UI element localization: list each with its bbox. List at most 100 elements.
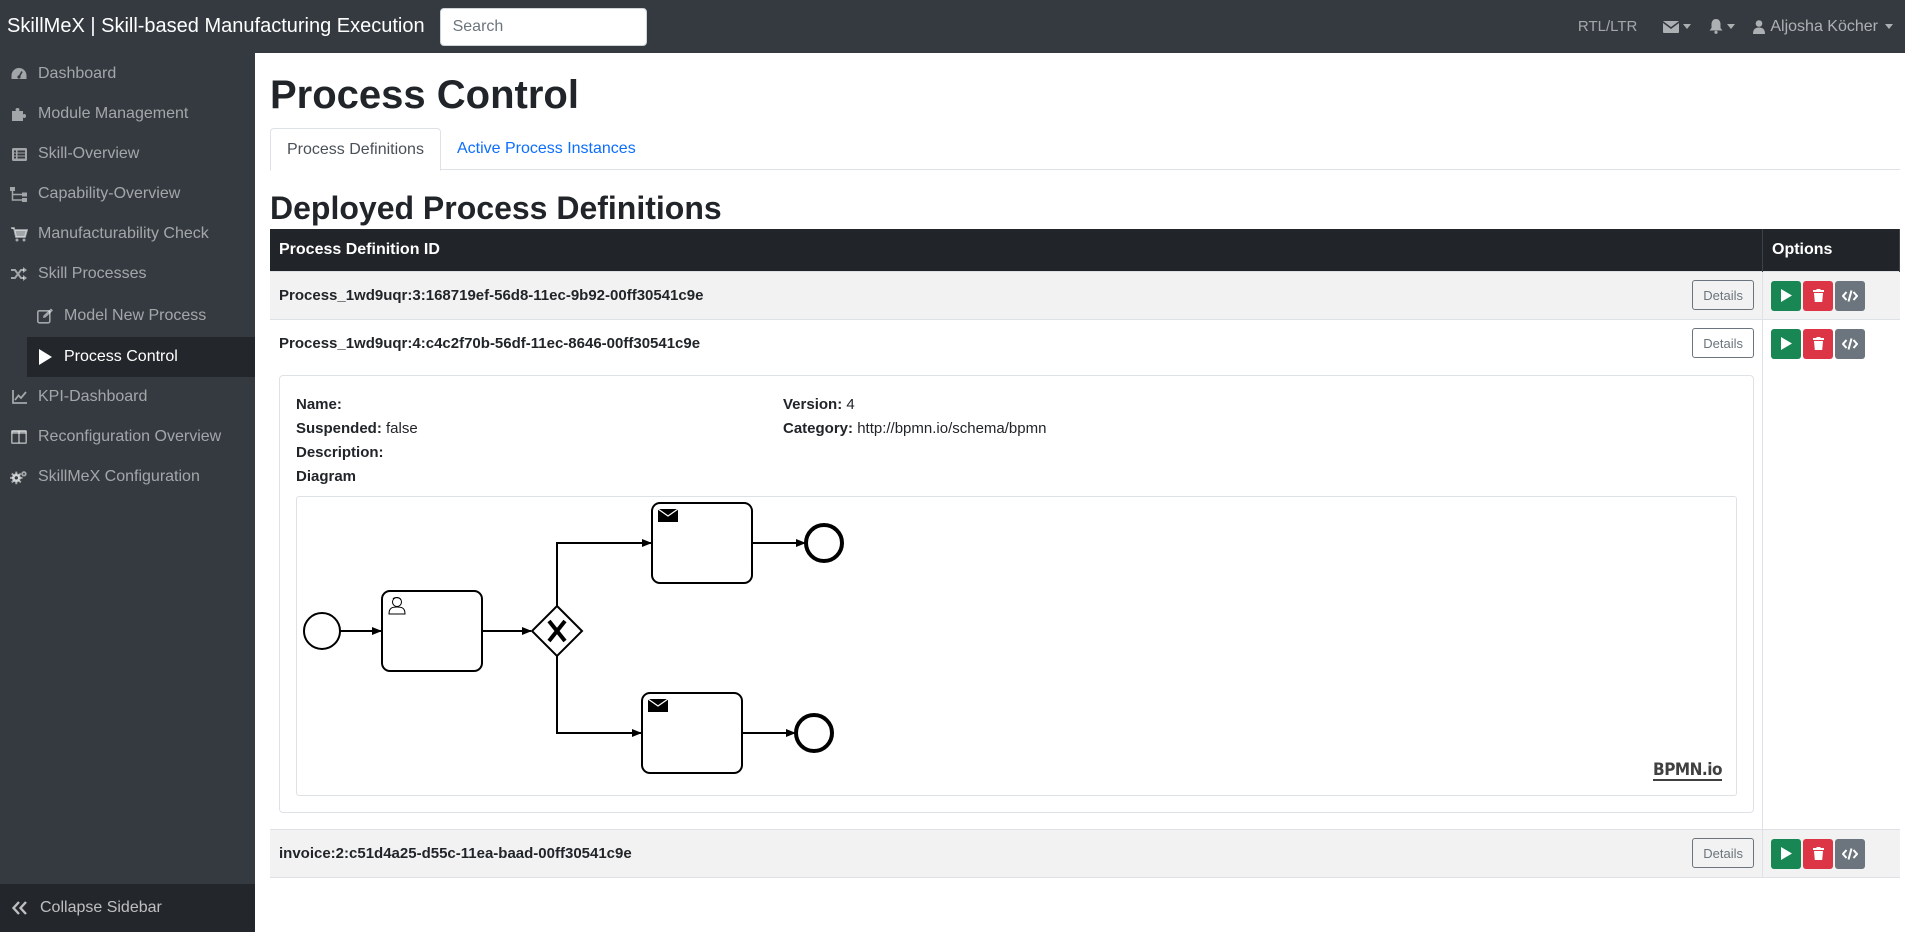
rtl-ltr-toggle[interactable]: RTL/LTR [1577, 18, 1638, 35]
x-icon [547, 619, 567, 642]
edit-icon [36, 307, 54, 325]
top-navbar: SkillMeX | Skill-based Manufacturing Exe… [0, 0, 1905, 53]
sidebar-item-label: Manufacturability Check [38, 225, 209, 242]
navbar-right: RTL/LTR Aljosha Köcher [1578, 0, 1905, 53]
messages-dropdown[interactable] [1663, 20, 1692, 33]
user-name: Aljosha Köcher [1770, 17, 1878, 35]
tab-active-process-instances[interactable]: Active Process Instances [456, 140, 636, 157]
start-process-button[interactable] [1771, 328, 1801, 359]
notifications-dropdown[interactable] [1709, 19, 1736, 34]
sidebar-item-dashboard[interactable]: Dashboard [0, 54, 255, 94]
process-details-meta: Name: Version: 4 Suspended: false Catego… [296, 394, 1737, 488]
sequence-flow[interactable] [556, 655, 642, 737]
process-definition-id: Process_1wd9uqr:4:c4c2f70b-56df-11ec-864… [279, 334, 701, 352]
suspended-value: false [386, 419, 418, 437]
sidebar-item-capability-overview[interactable]: Capability-Overview [0, 174, 255, 214]
sidebar-item-module-management[interactable]: Module Management [0, 94, 255, 134]
envelope-icon [657, 507, 679, 522]
sidebar: Dashboard Module Management Skill-Overvi… [0, 53, 255, 932]
delete-process-button[interactable] [1803, 280, 1833, 311]
search-input[interactable] [439, 7, 647, 46]
trash-icon [1812, 289, 1824, 302]
sidebar-item-label: KPI-Dashboard [38, 388, 148, 405]
sidebar-item-skill-overview[interactable]: Skill-Overview [0, 134, 255, 174]
bpmn-diagram-canvas[interactable]: BPMN.io [296, 495, 1737, 796]
list-icon [10, 145, 28, 163]
sidebar-item-label: Model New Process [64, 306, 207, 324]
sidebar-item-skillmex-configuration[interactable]: SkillMeX Configuration [0, 457, 255, 497]
user-icon [388, 596, 406, 614]
cogs-icon [10, 468, 28, 486]
sidebar-item-process-control[interactable]: Process Control [27, 337, 255, 377]
description-label: Description: [296, 443, 384, 461]
view-xml-button[interactable] [1835, 328, 1865, 359]
sidebar-item-label: Reconfiguration Overview [38, 428, 222, 445]
double-chevron-left-icon [12, 901, 28, 915]
view-xml-button[interactable] [1835, 280, 1865, 311]
details-button[interactable]: Details [1692, 328, 1754, 358]
tab-bar: Process Definitions Active Process Insta… [270, 128, 1900, 171]
dashboard-icon [10, 65, 28, 83]
sidebar-item-kpi-dashboard[interactable]: KPI-Dashboard [0, 377, 255, 417]
sidebar-item-model-new-process[interactable]: Model New Process [0, 294, 255, 337]
sidebar-item-reconfiguration-overview[interactable]: Reconfiguration Overview [0, 417, 255, 457]
play-icon [1780, 337, 1792, 350]
name-label: Name: [296, 395, 342, 413]
view-xml-button[interactable] [1835, 838, 1865, 869]
chevron-down-icon [1683, 24, 1692, 29]
sidebar-item-label: Capability-Overview [38, 185, 181, 202]
sidebar-item-label: Skill Processes [38, 265, 147, 282]
brand-title[interactable]: SkillMeX | Skill-based Manufacturing Exe… [7, 15, 425, 37]
play-icon [1780, 289, 1792, 302]
collapse-sidebar-button[interactable]: Collapse Sidebar [0, 884, 255, 932]
main-content: Process Control Process Definitions Acti… [270, 53, 1900, 878]
section-title: Deployed Process Definitions [270, 190, 722, 226]
user-icon [1753, 19, 1766, 34]
code-icon [1842, 337, 1858, 350]
process-definition-id: invoice:2:c51d4a25-d55c-11ea-baad-00ff30… [279, 844, 632, 862]
trash-icon [1812, 847, 1824, 860]
tab-process-definitions[interactable]: Process Definitions [270, 128, 441, 171]
category-label: Category: [783, 419, 854, 437]
code-icon [1842, 847, 1858, 860]
user-menu[interactable]: Aljosha Köcher [1753, 18, 1893, 36]
end-event[interactable] [804, 522, 844, 563]
puzzle-icon [10, 105, 28, 123]
bell-icon [1709, 19, 1723, 34]
sequence-flow[interactable] [556, 538, 652, 606]
delete-process-button[interactable] [1803, 328, 1833, 359]
start-process-button[interactable] [1771, 280, 1801, 311]
code-icon [1842, 289, 1858, 302]
table-row: Process_1wd9uqr:4:c4c2f70b-56df-11ec-864… [270, 318, 1900, 829]
details-button[interactable]: Details [1692, 280, 1754, 310]
table-row: invoice:2:c51d4a25-d55c-11ea-baad-00ff30… [270, 828, 1900, 878]
sidebar-item-manufacturability-check[interactable]: Manufacturability Check [0, 214, 255, 254]
column-header-options: Options [1762, 229, 1900, 271]
sidebar-item-label: Dashboard [38, 65, 117, 82]
sidebar-item-label: Skill-Overview [38, 145, 140, 162]
details-button[interactable]: Details [1692, 838, 1754, 868]
envelope-icon [647, 697, 669, 712]
sidebar-item-skill-processes[interactable]: Skill Processes [0, 254, 255, 294]
version-label: Version: [783, 395, 843, 413]
diagram-label: Diagram [296, 467, 357, 485]
start-process-button[interactable] [1771, 838, 1801, 869]
sitemap-icon [10, 185, 28, 203]
chevron-down-icon [1727, 24, 1736, 29]
chart-line-icon [10, 388, 28, 406]
bpmn-diagram [303, 501, 844, 774]
start-event[interactable] [303, 611, 341, 650]
play-icon [1780, 847, 1792, 860]
version-value: 4 [846, 395, 855, 413]
trash-icon [1812, 337, 1824, 350]
sidebar-item-label: Module Management [38, 105, 189, 122]
cart-icon [10, 225, 28, 243]
bpmn-io-logo[interactable]: BPMN.io [1653, 759, 1722, 781]
suspended-label: Suspended: [296, 419, 382, 437]
delete-process-button[interactable] [1803, 838, 1833, 869]
table-row: Process_1wd9uqr:3:168719ef-56d8-11ec-9b9… [270, 270, 1900, 319]
envelope-icon [1663, 20, 1680, 33]
collapse-sidebar-label: Collapse Sidebar [40, 899, 162, 916]
process-definitions-table: Process Definition ID Options Process_1w… [270, 229, 1900, 878]
end-event[interactable] [794, 712, 834, 753]
